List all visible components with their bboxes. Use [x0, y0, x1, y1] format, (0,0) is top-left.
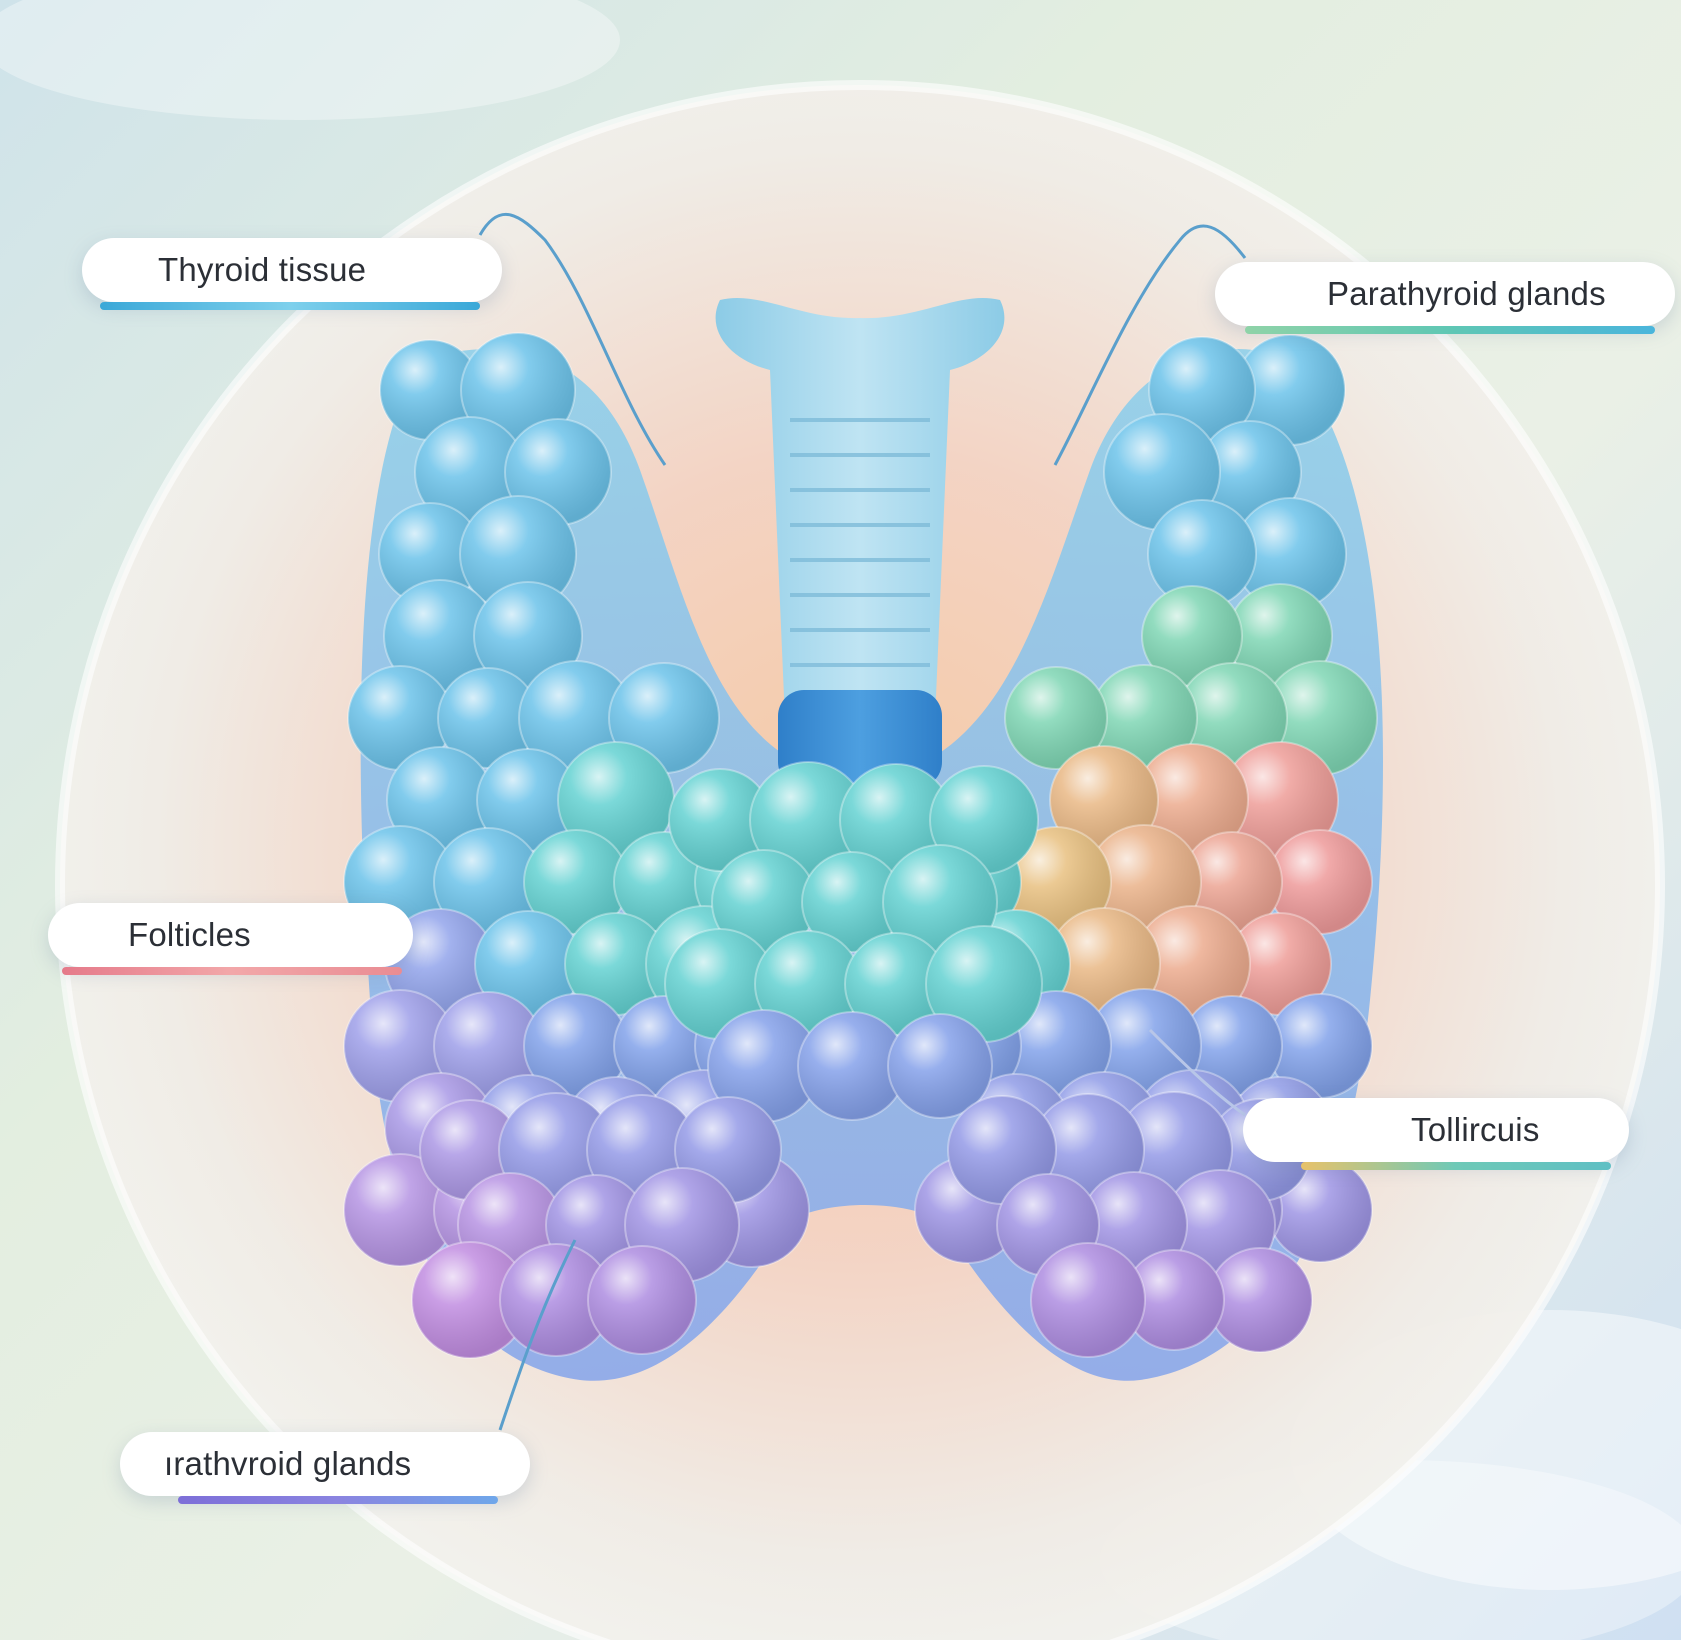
label-parathyroid-glands-bottom-underline — [178, 1496, 498, 1504]
label-follicles: Folticles — [48, 903, 413, 967]
follicle-sphere-highlight — [588, 1246, 696, 1354]
label-tollircuis-text: Tollircuis — [1411, 1111, 1540, 1149]
label-parathyroid-glands-top-text: Parathyroid glands — [1327, 275, 1606, 313]
label-parathyroid-glands-bottom-text: ırathvroid glands — [164, 1445, 411, 1483]
label-parathyroid-glands-top-underline — [1245, 326, 1655, 334]
label-thyroid-tissue: Thyroid tissue — [82, 238, 502, 302]
label-follicles-text: Folticles — [128, 916, 251, 954]
label-follicles-underline — [62, 967, 402, 975]
label-parathyroid-glands-top: Parathyroid glands — [1215, 262, 1675, 326]
label-tollircuis: Tollircuis — [1243, 1098, 1629, 1162]
label-parathyroid-glands-bottom: ırathvroid glands — [120, 1432, 530, 1496]
label-tollircuis-underline — [1301, 1162, 1611, 1170]
follicle-sphere-highlight — [1031, 1243, 1145, 1357]
label-thyroid-tissue-text: Thyroid tissue — [158, 251, 366, 289]
label-thyroid-tissue-underline — [100, 302, 480, 310]
